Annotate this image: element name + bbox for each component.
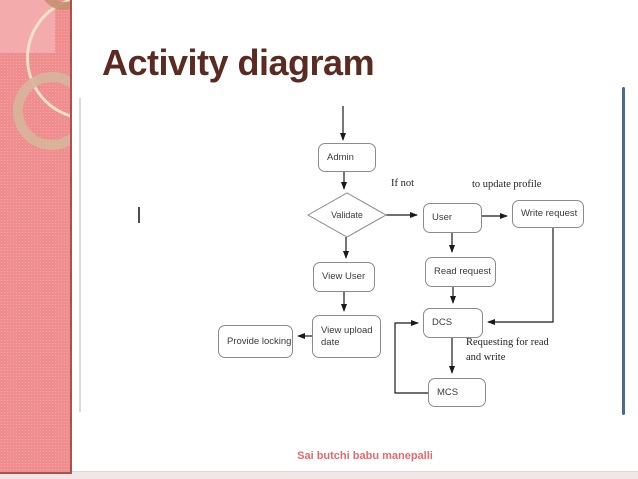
page-title: Activity diagram <box>102 42 375 83</box>
node-validate: Validate <box>331 210 363 220</box>
node-provide-locking: Provide locking <box>218 325 293 358</box>
node-user: User <box>423 203 482 233</box>
edge-write-dcs <box>487 228 554 325</box>
node-dcs: DCS <box>423 308 483 338</box>
content-frame-left-line <box>79 98 81 412</box>
edge-label-if-not: If not <box>391 178 415 189</box>
edge-label-to-update-profile: to update profile <box>472 179 542 190</box>
node-mcs: MCS <box>428 378 486 407</box>
accent-line-right <box>622 87 625 415</box>
bottom-strip <box>0 471 638 479</box>
footer-author-text: Sai butchi babu manepalli <box>297 450 433 462</box>
node-view-upload-date: View upload date <box>312 315 381 358</box>
sidebar-decoration <box>0 0 72 474</box>
circle-ring-decoration <box>13 72 70 150</box>
node-view-user: View User <box>313 262 375 292</box>
edge-label-requesting: Requesting for read and write <box>466 337 549 364</box>
node-read-request: Read request <box>425 257 496 287</box>
node-write-request: Write request <box>512 200 584 228</box>
text-cursor <box>138 207 140 223</box>
node-admin: Admin <box>318 143 376 172</box>
